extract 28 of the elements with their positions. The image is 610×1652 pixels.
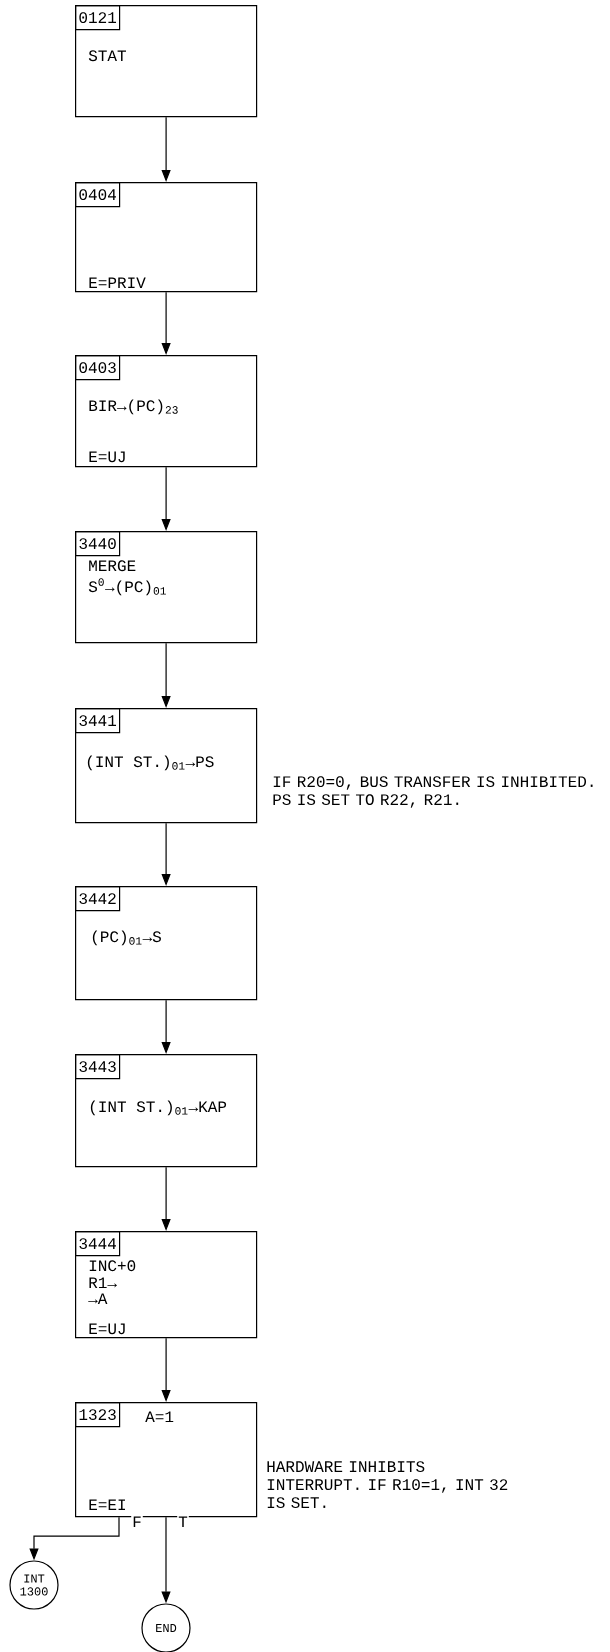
- operation-text: STAT: [88, 50, 126, 62]
- step-number: 0121: [75, 5, 121, 31]
- operation-text: INC+0: [89, 1260, 136, 1272]
- step-number: 3443: [75, 1054, 121, 1080]
- operation-text: →A: [88, 1293, 108, 1304]
- operation-text: MERGE: [89, 560, 136, 572]
- operation-text: (PC)$_{01}$→S: [92, 930, 161, 946]
- operation-text: (INT ST.)$_{01}$→KAP: [90, 1100, 227, 1116]
- operation-text: E=EI: [89, 1499, 125, 1510]
- edge-label: F: [131, 1515, 143, 1528]
- step-number: 3440: [75, 531, 121, 557]
- step-number: 0403: [75, 355, 121, 381]
- operation-text: E=PRIV: [89, 277, 146, 288]
- operation-text: BIR→(PC)$_{23}$: [89, 399, 178, 415]
- operation-text: E=UJ: [89, 451, 125, 463]
- operation-text: (INT ST.)$_{01}$→PS: [87, 755, 214, 771]
- step-number: 3442: [75, 886, 121, 912]
- step-number: 0404: [75, 182, 121, 208]
- step-number: 1323: [75, 1402, 121, 1428]
- step-number: 3444: [75, 1231, 121, 1257]
- step-number: 3441: [75, 708, 121, 734]
- operation-text: E=UJ: [89, 1323, 125, 1335]
- operation-text: R1→: [89, 1277, 117, 1288]
- edge-label: T: [177, 1515, 189, 1528]
- operation-text: S$^{0}$→(PC)$_{01}$: [88, 578, 166, 596]
- note-text: IF R20=0, BUS TRANSFER IS INHIBITED. PS IS SET TO R22, R21.: [273, 776, 593, 808]
- operation-text: A=1: [145, 1411, 174, 1422]
- note-text: HARDWARE INHIBITS INTERRUPT. IF R10=1, INT 32 IS SET.: [267, 1461, 508, 1509]
